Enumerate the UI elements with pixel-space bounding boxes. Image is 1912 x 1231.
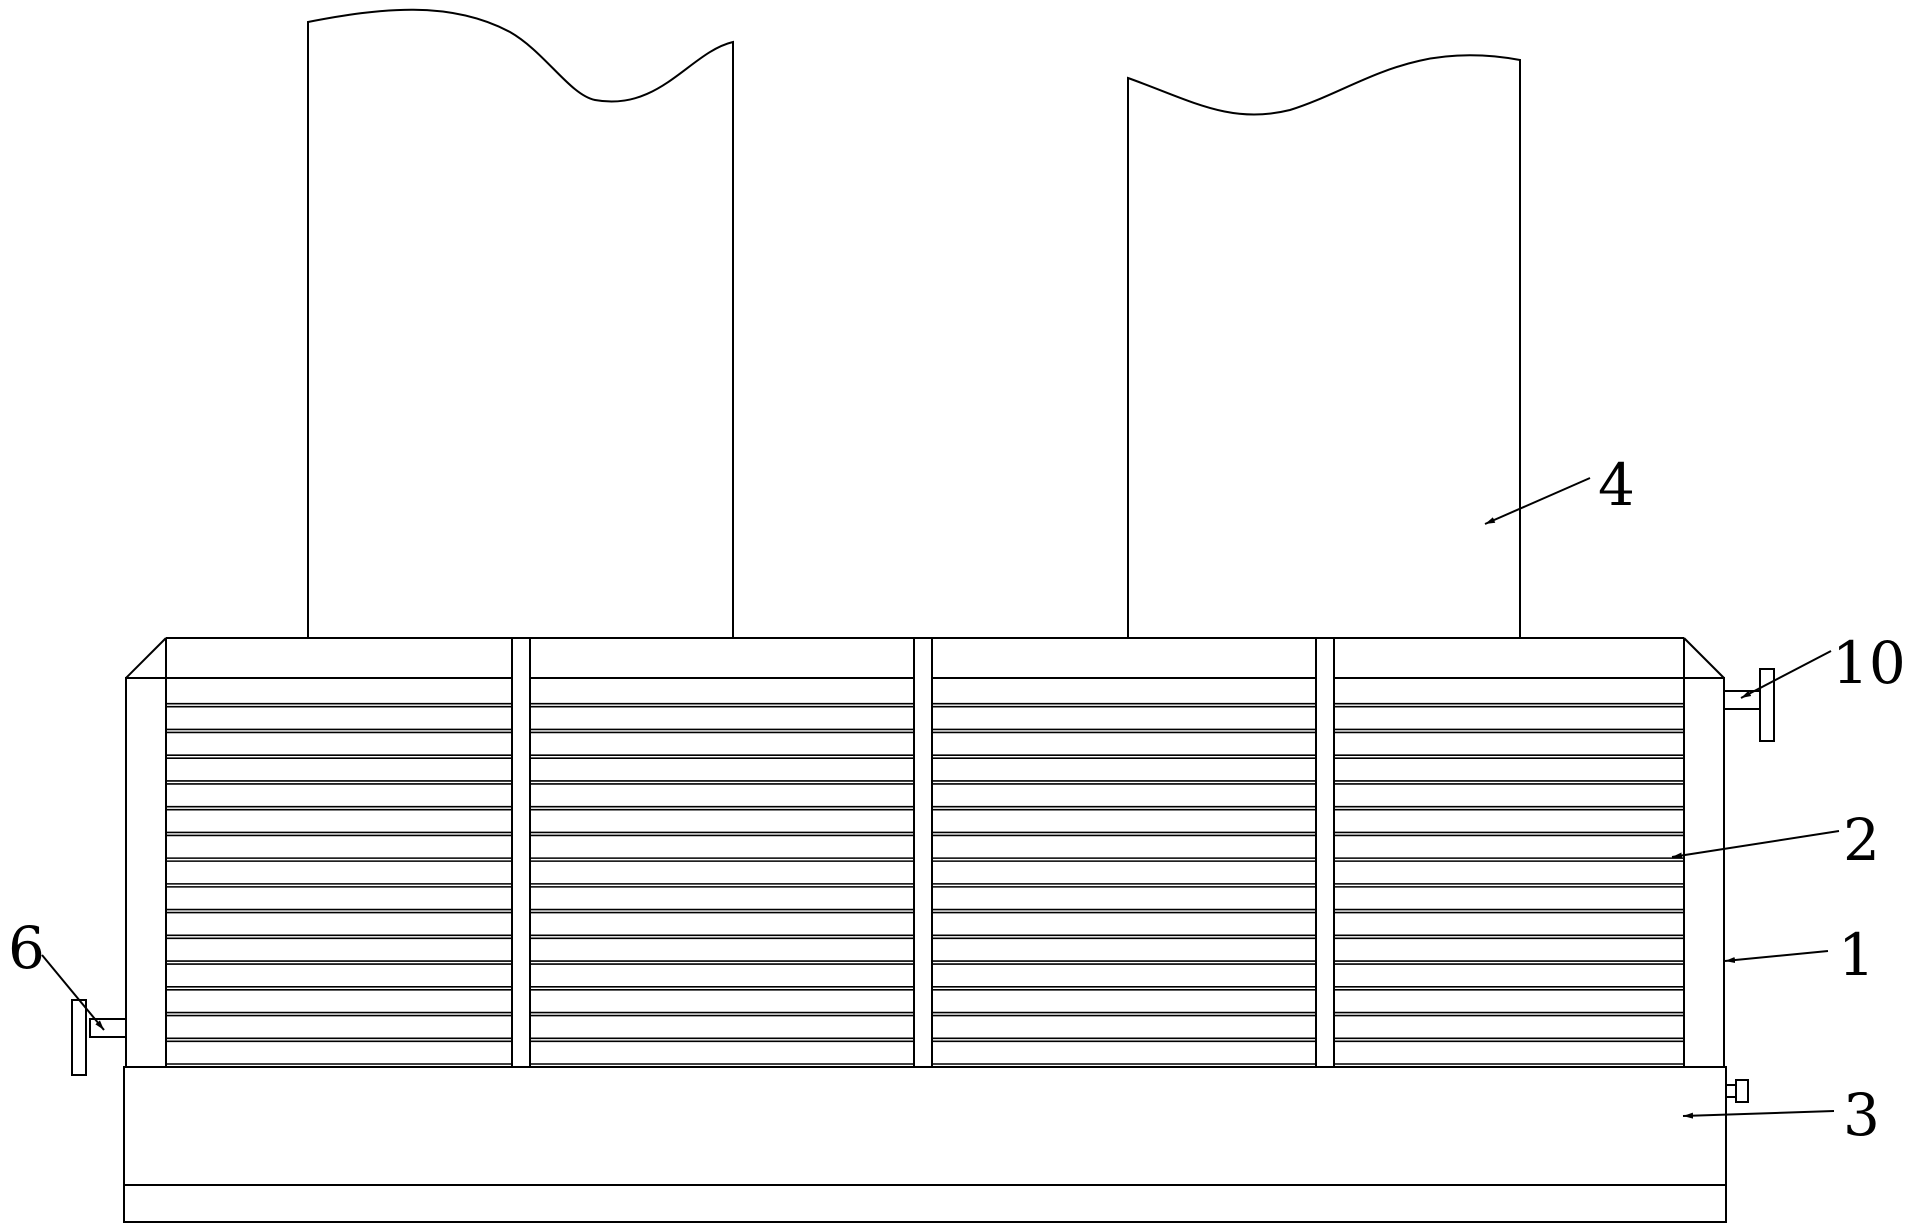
label-4: 4 xyxy=(1598,451,1635,519)
left-handle-stem xyxy=(89,1018,127,1038)
drain-fitting-cap xyxy=(1735,1079,1749,1103)
divider-post xyxy=(913,637,933,1068)
left-handle xyxy=(71,999,127,1076)
left-handle-knob xyxy=(71,999,87,1076)
leader-line-6 xyxy=(41,954,105,1031)
label-3: 3 xyxy=(1843,1081,1880,1149)
leader-line-4 xyxy=(1484,477,1591,525)
right-handle xyxy=(1723,668,1775,742)
left-pipe xyxy=(307,8,734,638)
label-2: 2 xyxy=(1843,806,1880,874)
drain-fitting xyxy=(1725,1079,1749,1103)
leader-line-10 xyxy=(1740,650,1832,699)
divider-post xyxy=(1315,637,1335,1068)
label-6: 6 xyxy=(8,914,45,982)
right-handle-knob xyxy=(1759,668,1775,742)
leader-line-2 xyxy=(1671,830,1840,859)
base-plate xyxy=(123,1184,1727,1223)
base-housing xyxy=(123,1066,1727,1186)
frame-right-bevel xyxy=(1683,637,1725,679)
leader-line-1 xyxy=(1724,950,1829,964)
label-1: 1 xyxy=(1838,921,1875,989)
frame-left-bevel xyxy=(125,637,167,679)
right-handle-stem xyxy=(1723,690,1761,710)
divider-posts xyxy=(511,637,1335,1068)
leader-line-3 xyxy=(1682,1110,1835,1119)
divider-post xyxy=(511,637,531,1068)
label-10: 10 xyxy=(1832,629,1906,697)
right-pipe xyxy=(1127,54,1521,638)
